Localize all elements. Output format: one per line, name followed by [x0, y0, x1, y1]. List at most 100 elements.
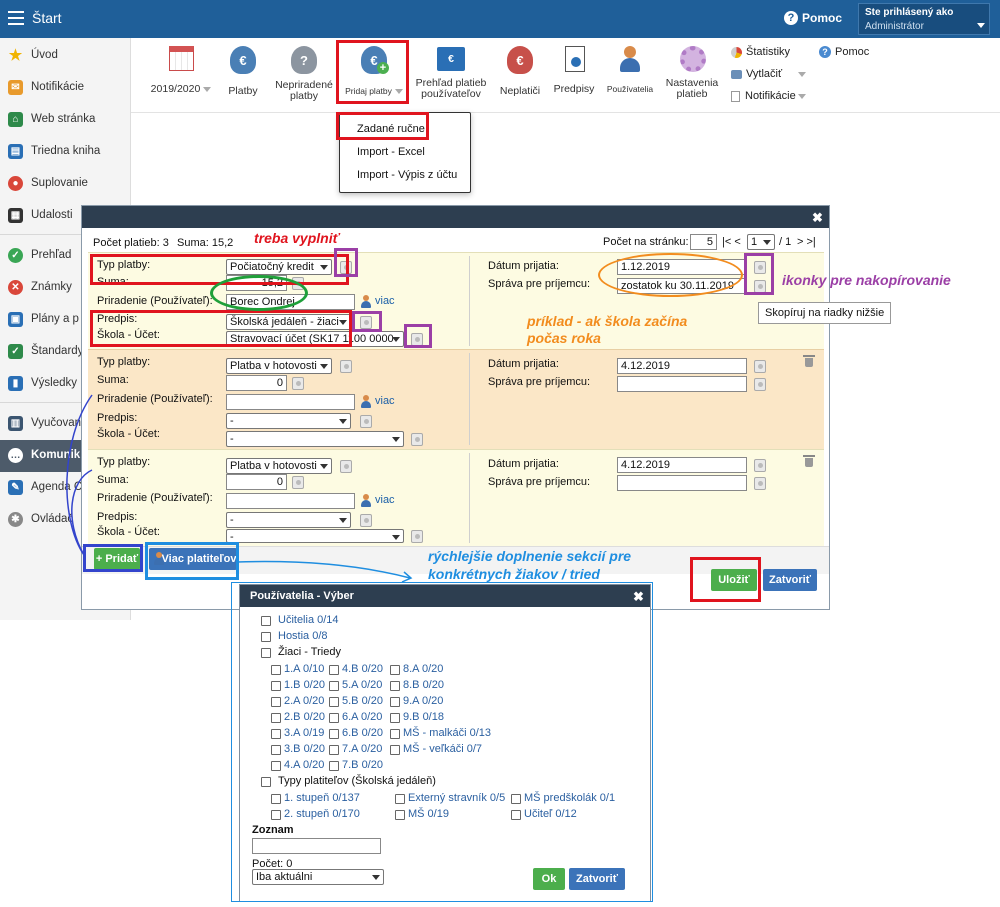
add-button[interactable]: + Pridať	[94, 548, 140, 570]
checkbox-class[interactable]	[329, 761, 339, 771]
checkbox-class[interactable]	[271, 665, 281, 675]
zoznam-input[interactable]	[252, 838, 381, 854]
checkbox-class[interactable]	[329, 745, 339, 755]
copy-icon[interactable]	[292, 476, 304, 489]
sidebar-item-uvod[interactable]: ★Úvod	[8, 47, 58, 64]
copy-icon[interactable]	[411, 530, 423, 543]
sidebar-item-standardy[interactable]: ✓Štandardy	[0, 336, 131, 368]
class-label[interactable]: 1.B 0/20	[284, 679, 325, 691]
help-icon[interactable]: ?	[784, 11, 798, 25]
class-label[interactable]: 3.B 0/20	[284, 743, 325, 755]
checkbox-class[interactable]	[271, 713, 281, 723]
checkbox-class[interactable]	[329, 665, 339, 675]
filter-select[interactable]: Iba aktuálni	[252, 869, 384, 885]
more-payers-button[interactable]: Viac platiteľov	[149, 548, 237, 570]
class-label[interactable]: 6.B 0/20	[342, 727, 383, 739]
checkbox-class[interactable]	[271, 761, 281, 771]
dropdown-item-zadane[interactable]: Zadané ručne	[357, 123, 425, 135]
checkbox-hostia[interactable]	[261, 632, 271, 642]
toolbar-pridaj-platby[interactable]: €+ Pridaj platby	[342, 44, 406, 97]
class-label[interactable]: MŠ - malkáči 0/13	[403, 727, 492, 739]
skola-select[interactable]: -	[226, 431, 404, 447]
trash-icon[interactable]	[803, 455, 815, 467]
payer-label[interactable]: Učiteľ 0/12	[524, 808, 577, 820]
more-link[interactable]: viac	[375, 295, 395, 307]
help-link[interactable]: Pomoc	[802, 11, 843, 25]
save-button[interactable]: Uložiť	[711, 569, 757, 591]
class-label[interactable]: 2.A 0/20	[284, 695, 325, 707]
class-label[interactable]: 1.A 0/10	[284, 663, 325, 675]
checkbox-class[interactable]	[271, 729, 281, 739]
sidebar-item-plany[interactable]: ▣Plány a p	[0, 304, 131, 336]
class-label[interactable]: 9.B 0/18	[403, 711, 444, 723]
more-link[interactable]: viac	[375, 494, 395, 506]
class-label[interactable]: 8.A 0/20	[403, 663, 444, 675]
suma-input[interactable]: 0	[226, 474, 287, 490]
checkbox-class[interactable]	[271, 745, 281, 755]
sidebar-item-vyucovanie[interactable]: ▥Vyučovan	[0, 408, 131, 440]
copy-icon[interactable]	[360, 514, 372, 527]
checkbox-class[interactable]	[390, 665, 400, 675]
user-pick-icon[interactable]	[360, 395, 372, 408]
payer-label[interactable]: Externý stravník 0/5	[408, 792, 506, 804]
sidebar-item-triedna[interactable]: ▤Triedna kniha	[0, 136, 131, 168]
class-label[interactable]: 2.B 0/20	[284, 711, 325, 723]
toolbar-predpisy[interactable]: Predpisy	[550, 44, 598, 95]
checkbox-class[interactable]	[390, 697, 400, 707]
payer-label[interactable]: MŠ predškolák 0/1	[524, 792, 616, 804]
checkbox-class[interactable]	[271, 697, 281, 707]
checkbox-payer[interactable]	[395, 810, 405, 820]
checkbox-payer[interactable]	[511, 794, 521, 804]
copy-icon[interactable]	[340, 460, 352, 473]
pager-prev[interactable]: |< <	[722, 236, 741, 248]
user-pick-icon[interactable]	[360, 295, 372, 308]
datum-input[interactable]: 4.12.2019	[617, 457, 747, 473]
class-label[interactable]: 8.B 0/20	[403, 679, 444, 691]
typ-select[interactable]: Platba v hotovosti	[226, 358, 332, 374]
page-select[interactable]: 1	[747, 234, 775, 250]
sidebar-item-prehlad[interactable]: ✓Prehľad	[0, 240, 131, 272]
suma-input[interactable]: 0	[226, 375, 287, 391]
copy-icon[interactable]	[340, 360, 352, 373]
checkbox-class[interactable]	[329, 713, 339, 723]
trash-icon[interactable]	[803, 355, 815, 367]
hostia-label[interactable]: Hostia 0/8	[278, 630, 328, 642]
toolbar-notifikacie[interactable]: Notifikácie	[731, 90, 806, 102]
ok-button[interactable]: Ok	[533, 868, 565, 890]
sidebar-item-ovladac[interactable]: ✱Ovládač	[0, 504, 131, 536]
copy-icon[interactable]	[754, 360, 766, 373]
predpis-select[interactable]: -	[226, 512, 351, 528]
class-label[interactable]: MŠ - veľkáči 0/7	[403, 743, 483, 755]
close-button[interactable]: Zatvoriť	[763, 569, 817, 591]
sidebar-item-suplovanie[interactable]: ●Suplovanie	[0, 168, 131, 200]
class-label[interactable]: 6.A 0/20	[342, 711, 383, 723]
toolbar-prehlad-platieb[interactable]: € Prehľad platieb používateľov	[412, 44, 490, 100]
copy-icon[interactable]	[360, 316, 372, 329]
typ-select[interactable]: Platba v hotovosti	[226, 458, 332, 474]
dialog-close-button[interactable]: Zatvoriť	[569, 868, 625, 890]
typ-select[interactable]: Počiatočný kredit	[226, 259, 332, 275]
sidebar-item-vysledky[interactable]: ▮Výsledky	[0, 368, 131, 400]
dropdown-item-import-vypis[interactable]: Import - Výpis z účtu	[357, 169, 458, 181]
checkbox-payer[interactable]	[271, 794, 281, 804]
checkbox-class[interactable]	[390, 745, 400, 755]
class-label[interactable]: 5.A 0/20	[342, 679, 383, 691]
copy-icon[interactable]	[360, 415, 372, 428]
sidebar-item-znamky[interactable]: ✕Známky	[0, 272, 131, 304]
user-input[interactable]	[226, 493, 355, 509]
more-link[interactable]: viac	[375, 395, 395, 407]
sprava-input[interactable]	[617, 376, 747, 392]
user-input[interactable]	[226, 394, 355, 410]
toolbar-pomoc[interactable]: ?Pomoc	[819, 46, 869, 59]
checkbox-typy[interactable]	[261, 777, 271, 787]
sidebar-item-udalosti[interactable]: ▦Udalosti	[0, 200, 131, 232]
payer-label[interactable]: MŠ 0/19	[408, 808, 449, 820]
pager-next[interactable]: > >|	[797, 236, 816, 248]
toolbar-pouzivatelia[interactable]: Používatelia	[604, 44, 656, 95]
sidebar-item-notifikacie[interactable]: ✉Notifikácie	[0, 72, 131, 104]
checkbox-class[interactable]	[329, 681, 339, 691]
checkbox-payer[interactable]	[395, 794, 405, 804]
user-pick-icon[interactable]	[360, 494, 372, 507]
sidebar-item-agenda[interactable]: ✎Agenda C	[0, 472, 131, 504]
user-menu[interactable]: Ste prihlásený ako Administrátor	[858, 3, 990, 35]
